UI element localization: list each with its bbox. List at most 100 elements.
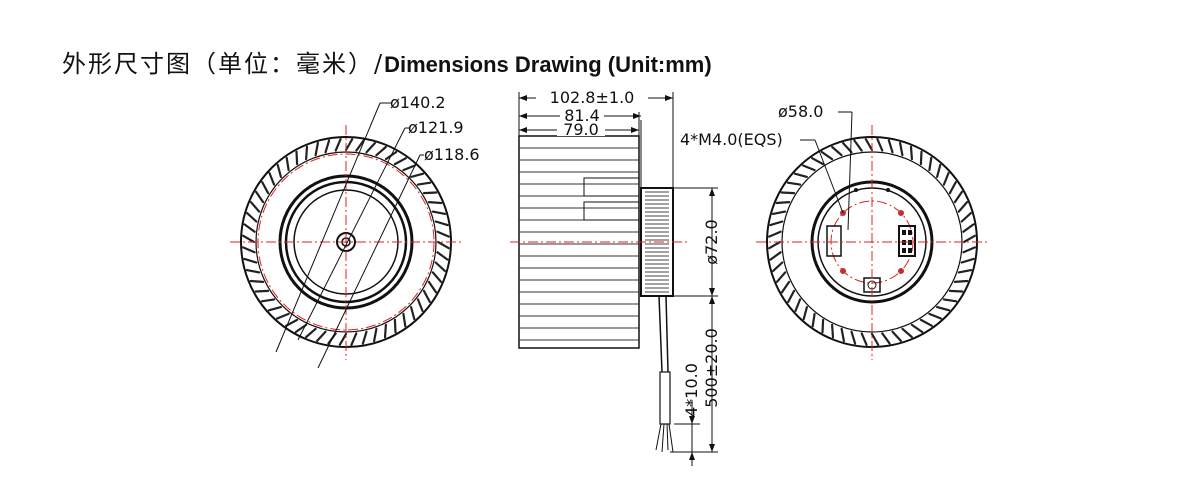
blade-mark: [416, 298, 424, 312]
side-view: 102.8±1.0 81.4 79.0 ø72.0 500±20.0 4*10.…: [510, 88, 721, 466]
blade-mark: [870, 332, 880, 346]
blade-mark: [276, 312, 290, 320]
blade-mark: [305, 145, 309, 161]
blade-mark: [434, 261, 446, 272]
blade-mark: [780, 191, 796, 195]
blade-mark: [891, 330, 903, 342]
blade-mark: [243, 257, 258, 264]
blade-mark: [422, 191, 438, 195]
leader-mount-circle: [847, 111, 853, 231]
blade-mark: [821, 318, 825, 334]
blade-mark: [802, 306, 809, 321]
blade-mark: [909, 145, 914, 161]
blade-mark: [268, 172, 276, 186]
blade-mark: [780, 280, 791, 294]
blade-mark: [249, 201, 261, 213]
title-chinese: 外形尺寸图（单位：毫米）/: [62, 50, 385, 78]
rear-blades: [767, 138, 977, 346]
blade-mark: [295, 150, 299, 166]
blade-mark: [427, 201, 443, 205]
blade-mark: [887, 139, 894, 154]
blade-mark: [957, 201, 969, 213]
blade-mark: [431, 210, 447, 215]
leader-middle: [297, 127, 406, 341]
pcb-block: [826, 225, 842, 257]
title-english: Dimensions Drawing (Unit:mm): [384, 52, 712, 77]
side-dim-hub: ø72.0: [702, 219, 721, 264]
blade-mark: [960, 212, 973, 223]
blade-mark: [361, 330, 368, 345]
blade-mark: [953, 279, 969, 283]
blade-mark: [841, 142, 853, 154]
blade-mark: [355, 139, 365, 152]
leader-inner: [317, 154, 421, 369]
blade-mark: [935, 306, 951, 312]
front-dim-inner: ø118.6: [424, 145, 480, 164]
blade-mark: [769, 251, 782, 261]
blade-mark: [316, 330, 327, 342]
blade-mark: [402, 312, 407, 328]
blade-mark: [786, 181, 802, 186]
blade-mark: [383, 323, 387, 339]
blade-mark: [416, 181, 432, 186]
blade-mark: [962, 234, 976, 244]
blade-mark: [768, 240, 782, 250]
blade-mark: [898, 141, 904, 157]
blade-mark: [305, 327, 317, 339]
front-blades: [242, 138, 450, 346]
inner-slot-bottom: [583, 201, 640, 221]
blade-mark: [928, 312, 943, 320]
blade-mark: [324, 139, 331, 154]
blade-mark: [350, 332, 358, 346]
screw-hole: [898, 268, 904, 274]
blade-mark: [294, 323, 308, 334]
blade-mark: [962, 223, 975, 233]
blade-mark: [338, 332, 348, 346]
blade-mark: [375, 145, 387, 157]
blade-mark: [314, 141, 319, 157]
blade-mark: [245, 269, 261, 274]
blade-mark: [775, 201, 791, 205]
blade-mark: [811, 312, 816, 328]
blade-mark: [769, 220, 784, 227]
blade-mark: [431, 271, 443, 283]
blade-mark: [254, 289, 270, 293]
side-dim-79: 79.0: [563, 120, 599, 139]
blade-mark: [410, 172, 425, 178]
blade-mark: [881, 332, 891, 345]
blade-mark: [246, 212, 258, 223]
blade-mark: [434, 220, 449, 227]
blade-mark: [285, 318, 299, 327]
blade-mark: [962, 246, 977, 254]
blade-mark: [860, 332, 868, 346]
blade-mark: [249, 279, 265, 283]
blade-mark: [850, 330, 857, 345]
blade-mark: [393, 157, 407, 166]
blade-mark: [771, 261, 784, 272]
blade-mark: [285, 156, 290, 172]
rear-dim-mount: ø58.0: [778, 102, 823, 121]
blade-mark: [910, 323, 924, 334]
blade-mark: [276, 163, 282, 178]
side-dim-lead: 500±20.0: [702, 328, 721, 408]
blade-mark: [919, 150, 923, 166]
blade-mark: [953, 190, 964, 204]
blade-mark: [242, 234, 256, 244]
blade-mark: [948, 181, 957, 195]
blade-mark: [373, 327, 378, 343]
front-dim-outer: ø140.2: [390, 93, 446, 112]
leader-screws: [814, 139, 844, 214]
blade-mark: [267, 306, 282, 312]
blade-mark: [334, 138, 342, 152]
side-dim-strip: 4*10.0: [682, 363, 701, 417]
blade-mark: [801, 164, 816, 172]
impeller-fins: [519, 147, 639, 341]
blade-mark: [928, 156, 933, 172]
screw-hole: [898, 210, 904, 216]
screw-hole: [840, 268, 846, 274]
blade-mark: [901, 327, 913, 339]
blade-mark: [365, 142, 376, 154]
blade-mark: [840, 327, 846, 343]
front-dim-middle: ø121.9: [408, 118, 464, 137]
